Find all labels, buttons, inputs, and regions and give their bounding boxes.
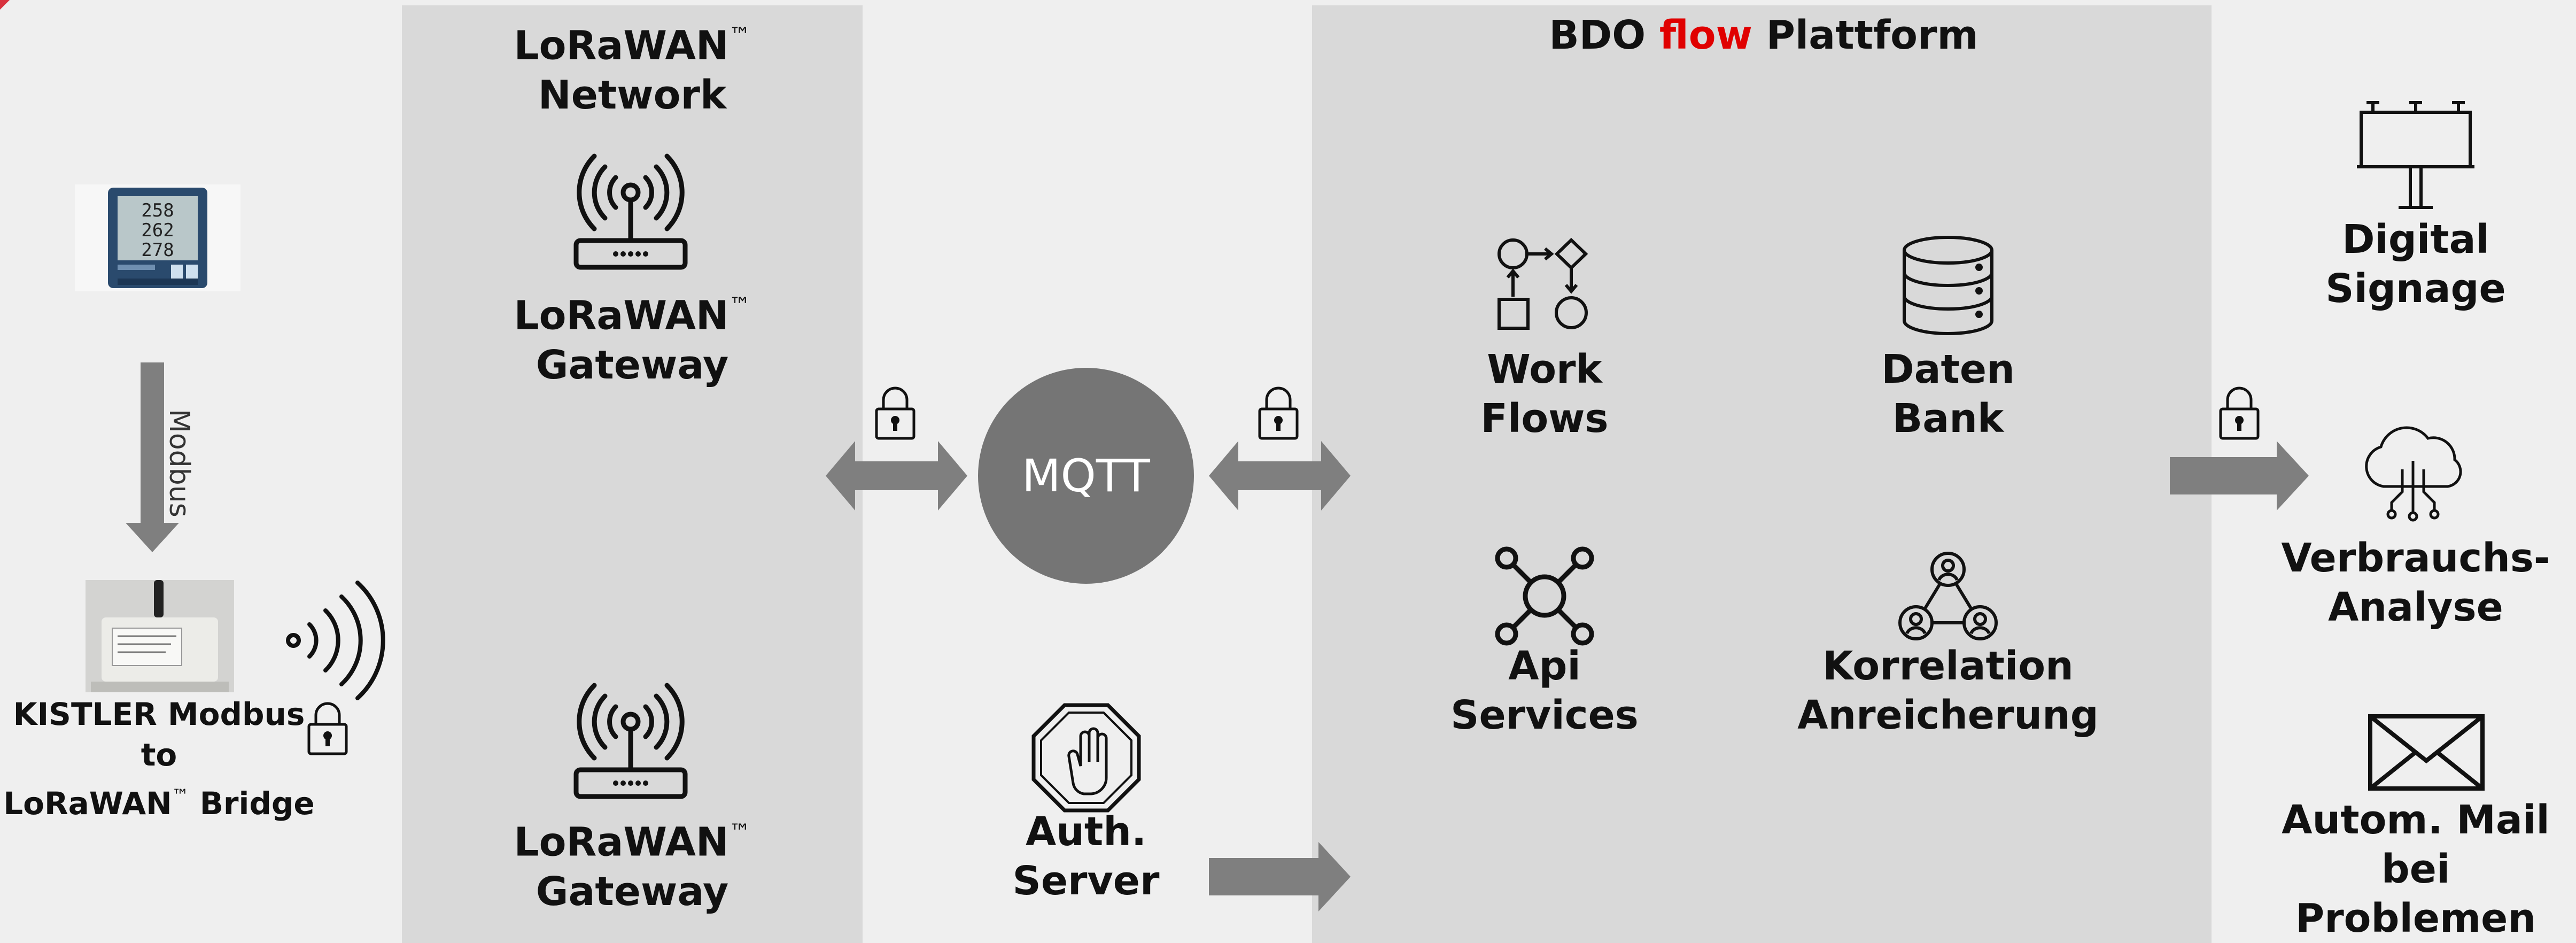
platform-panel <box>1312 5 2212 943</box>
bridge-device-image <box>86 580 234 692</box>
korrelation-label: Korrelation Anreicherung <box>1797 643 2099 738</box>
lock-icon <box>1258 387 1299 440</box>
lorawan-network-panel <box>402 5 863 943</box>
verbrauchs-analyse-label: Verbrauchs- Analyse <box>2281 535 2550 630</box>
energy-meter-image: 258 262 278 <box>75 184 240 291</box>
platform-title: BDO flow Plattform <box>1549 12 1978 58</box>
bridge-label: KISTLER Modbus to LoRaWAN™ Bridge <box>3 696 315 822</box>
stop-hand-icon <box>1031 703 1141 813</box>
mqtt-platform-double-arrow <box>1209 441 1351 511</box>
router-antenna-icon <box>573 683 688 799</box>
correlation-icon <box>1898 552 1998 640</box>
lorawan-network-title: LoRaWAN™ Network <box>514 22 751 118</box>
lock-icon <box>307 702 348 755</box>
cloud-network-icon <box>2365 426 2462 522</box>
modbus-label: Modbus <box>163 409 195 517</box>
mail-icon <box>2368 714 2485 791</box>
gateway-1-label: LoRaWAN™ Gateway <box>514 292 751 388</box>
lock-icon <box>2219 387 2260 440</box>
modbus-arrow <box>126 362 179 552</box>
svg-text:262: 262 <box>141 220 174 241</box>
network-mqtt-double-arrow <box>826 441 967 511</box>
workflow-icon <box>1498 237 1588 330</box>
digital-signage-label: Digital Signage <box>2325 217 2506 312</box>
corner-accent <box>0 0 10 10</box>
svg-text:258: 258 <box>141 200 174 221</box>
workflows-label: Work Flows <box>1480 346 1609 442</box>
router-antenna-icon <box>573 153 688 270</box>
gateway-2-label: LoRaWAN™ Gateway <box>514 819 751 915</box>
mqtt-broker: MQTT <box>978 368 1194 584</box>
wireless-signal-icon <box>286 581 385 700</box>
billboard-icon <box>2357 101 2474 209</box>
api-hub-icon <box>1495 546 1594 646</box>
auth-platform-arrow <box>1209 842 1351 911</box>
svg-text:278: 278 <box>141 239 174 261</box>
platform-outputs-arrow <box>2170 441 2309 511</box>
lock-icon <box>875 387 915 440</box>
database-icon <box>1903 236 1993 335</box>
datenbank-label: Daten Bank <box>1881 346 2015 442</box>
api-services-label: Api Services <box>1450 643 1639 738</box>
auth-server-label: Auth. Server <box>1012 809 1160 904</box>
autom-mail-label: Autom. Mail bei Problemen <box>2282 797 2550 941</box>
